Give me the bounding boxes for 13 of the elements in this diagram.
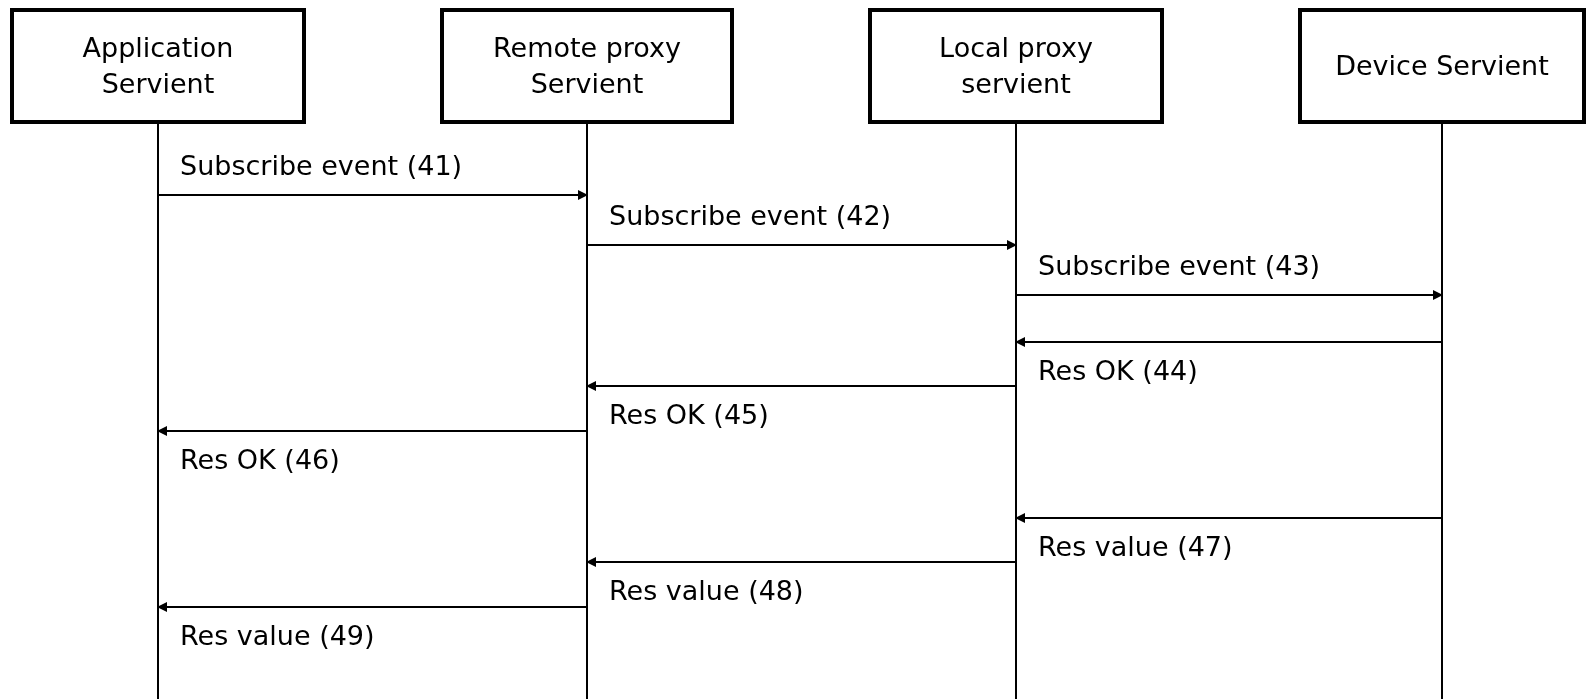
message-arrow: [586, 557, 1017, 567]
message-arrow: [1015, 513, 1443, 523]
message-arrow: [1015, 337, 1443, 347]
message-arrow: [586, 240, 1017, 250]
message-arrow: [157, 190, 588, 200]
participant-name: Application Servient: [81, 31, 235, 101]
participant-name: Local proxy servient: [938, 31, 1094, 101]
message-arrow: [1015, 290, 1443, 300]
participant-name: Remote proxy Servient: [491, 31, 683, 101]
participant-name: Device Servient: [1335, 49, 1549, 83]
message-arrow: [586, 381, 1017, 391]
message-arrow: [157, 602, 588, 612]
message-arrow: [157, 426, 588, 436]
